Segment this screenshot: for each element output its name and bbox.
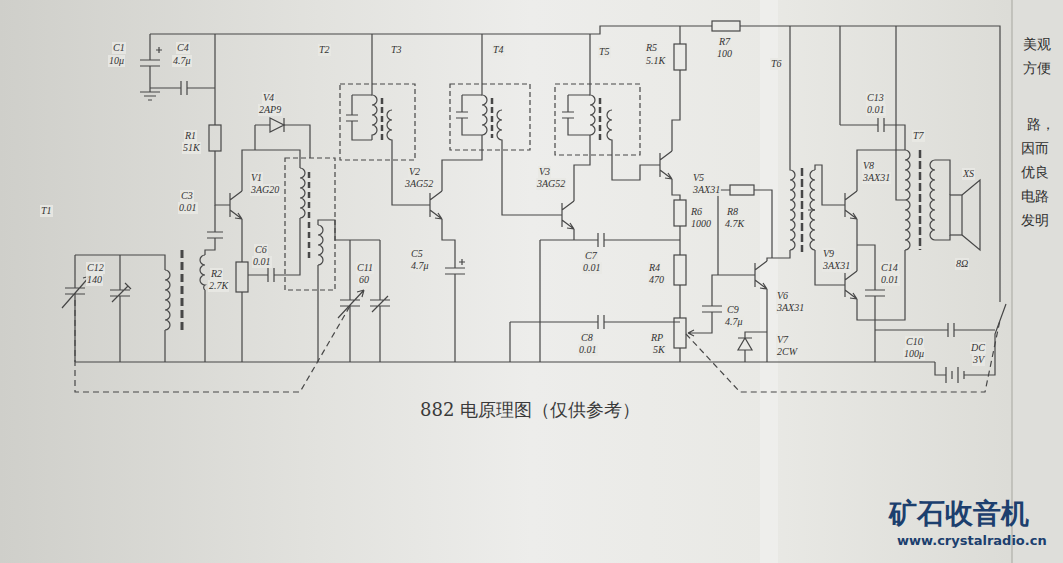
part-label: V8 [862, 160, 875, 172]
part-label: RP [650, 332, 664, 344]
part-label: T6 [770, 58, 783, 70]
part-label: 2AP9 [258, 104, 282, 116]
part-label: 51K [182, 142, 201, 154]
part-label: XS [962, 168, 975, 180]
next-page [1012, 0, 1063, 563]
part-label: 0.01 [178, 202, 198, 214]
part-label: R4 [648, 262, 661, 274]
part-label: V9 [822, 248, 835, 260]
part-label: V5 [692, 172, 705, 184]
part-label: C14 [880, 262, 899, 274]
part-label: T4 [492, 44, 505, 56]
part-label: R2 [210, 268, 223, 280]
part-label: 3AX31 [822, 260, 851, 272]
part-label: 0.01 [582, 262, 602, 274]
part-label: 3AX31 [692, 184, 721, 196]
part-label: C5 [410, 248, 424, 260]
part-label: R6 [690, 206, 703, 218]
part-label: 3AG52 [404, 178, 434, 190]
part-label: C11 [356, 262, 374, 274]
part-label: C6 [254, 244, 268, 256]
part-label: 0.01 [252, 256, 272, 268]
part-label: 140 [86, 274, 103, 286]
wiring [62, 21, 1006, 392]
part-label: C4 [176, 42, 190, 54]
part-label: 4.7μ [724, 316, 744, 328]
part-label: 60 [358, 274, 370, 286]
part-label: 8Ω [955, 258, 969, 270]
part-label: 3AG52 [536, 178, 566, 190]
part-label: 2CW [776, 346, 798, 358]
part-label: V6 [776, 290, 789, 302]
part-label: C8 [580, 332, 594, 344]
part-label: V1 [250, 172, 263, 184]
part-label: 470 [648, 274, 665, 286]
part-label: C1 [112, 42, 126, 54]
part-label: 10μ [108, 55, 125, 67]
part-label: T1 [40, 205, 53, 217]
page-text: 路， [1026, 116, 1056, 132]
part-label: R5 [645, 42, 658, 54]
watermark: 矿石收音机 [888, 498, 1030, 530]
page-text: 美观 [1022, 36, 1052, 52]
part-label: T7 [912, 130, 925, 142]
part-label: C10 [905, 336, 924, 348]
fold [760, 0, 778, 563]
part-label: V7 [776, 334, 789, 346]
part-label: 4.7μ [172, 55, 192, 67]
page-text: 因而 [1020, 140, 1050, 156]
page-text: 方便 [1022, 60, 1052, 76]
part-label: 0.01 [880, 274, 900, 286]
part-label: 5K [652, 344, 666, 356]
part-label: T5 [598, 46, 611, 58]
part-label: 3AG20 [250, 184, 280, 196]
part-label: C12 [86, 262, 105, 274]
part-label: R7 [718, 36, 731, 48]
page-edge [1011, 0, 1013, 563]
part-label: 3AX31 [862, 172, 891, 184]
part-label: 100 [716, 48, 733, 60]
part-label: 2.7K [208, 280, 229, 292]
part-label: V2 [408, 166, 421, 178]
caption: 882 电原理图（仅供参考） [420, 398, 640, 422]
page-text: 优良 [1020, 164, 1050, 180]
part-label: 3V [972, 354, 985, 366]
part-label: R8 [726, 206, 739, 218]
part-label: R1 [184, 130, 197, 142]
part-label: T2 [318, 44, 331, 56]
part-label: DC [970, 342, 986, 354]
part-label: V4 [262, 92, 275, 104]
part-label: 3AX31 [776, 302, 805, 314]
part-label: 0.01 [866, 104, 886, 116]
part-label: 1000 [690, 218, 712, 230]
part-label: 4.7μ [410, 260, 430, 272]
part-label: 4.7K [724, 218, 745, 230]
part-label: 0.01 [578, 344, 598, 356]
part-label: V3 [538, 166, 551, 178]
watermark: www.crystalradio.cn [896, 534, 1048, 549]
part-label: T3 [390, 44, 403, 56]
page-text: 电路 [1020, 188, 1050, 204]
part-label: 100μ [903, 348, 925, 360]
part-label: C3 [180, 190, 194, 202]
part-label: 5.1K [645, 55, 666, 67]
part-label: C7 [584, 250, 598, 262]
part-label: C9 [726, 304, 740, 316]
page-text: 发明 [1020, 212, 1050, 228]
part-label: C13 [866, 92, 885, 104]
